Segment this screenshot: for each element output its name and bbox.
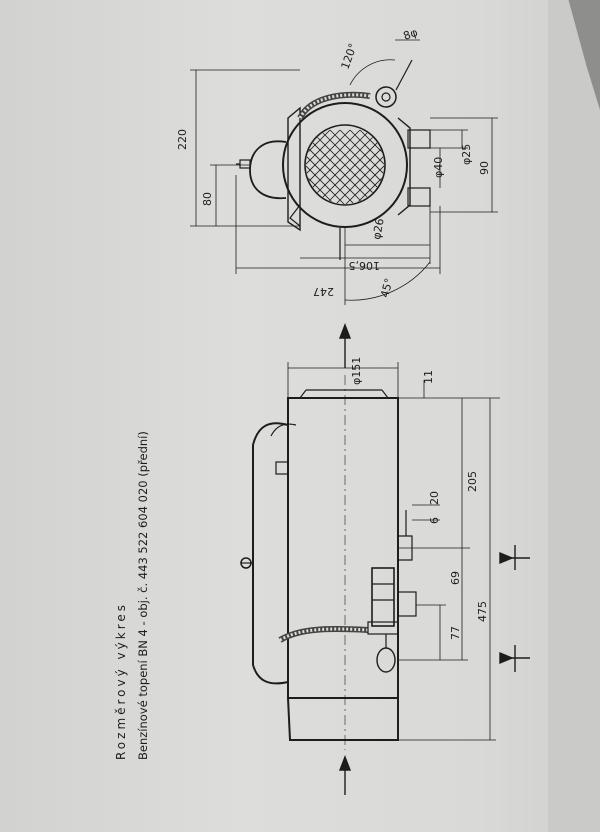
outlet-upper [407,129,431,149]
dim-off-77: 77 [449,626,462,640]
dim-angle-45: 45° [378,277,396,299]
dim-height: 220 [176,129,189,150]
dim-outlet-40: φ40 [432,157,445,178]
tank-end [249,140,287,200]
dim-depth-106: 106,5 [349,259,381,272]
fan-grille-ring [304,124,386,206]
dim-outlet-25: φ25 [460,144,473,165]
dim-width-247: 247 [313,285,334,298]
filler-cap [239,159,251,169]
dim-base: 80 [201,192,214,206]
fuel-tank [252,422,289,685]
dim-length-475: 475 [476,601,489,622]
housing-outer [282,102,408,228]
dim-off-20: 20 [428,491,441,505]
tank-bracket [275,461,289,475]
plug-bulb [376,647,396,673]
dim-off-6: 6 [428,517,441,524]
dim-angle-top: 120° [339,42,360,71]
dim-length-205: 205 [466,471,479,492]
side-view [240,362,500,750]
end-cap [287,697,399,741]
dim-off-69: 69 [449,571,462,585]
drawing-subtitle: Benzínové topení BN 4 - obj. č. 443 522 … [136,431,150,760]
glow-plug [375,86,397,108]
drawing-title: Rozměrový výkres [114,602,128,760]
plug-assembly [371,567,395,627]
front-view [190,39,498,305]
dim-outlet-90: 90 [478,161,491,175]
heater-body [287,397,399,699]
fan-grille-mesh [306,129,384,204]
dim-pipe-small: 8φ [402,26,420,43]
view-arrows [338,323,530,795]
dim-diameter: φ151 [350,357,363,385]
dim-inlet-26: φ26 [370,217,386,240]
outlet-lower [407,187,431,207]
page-edge [548,0,600,832]
dim-offset-11: 11 [422,370,435,384]
